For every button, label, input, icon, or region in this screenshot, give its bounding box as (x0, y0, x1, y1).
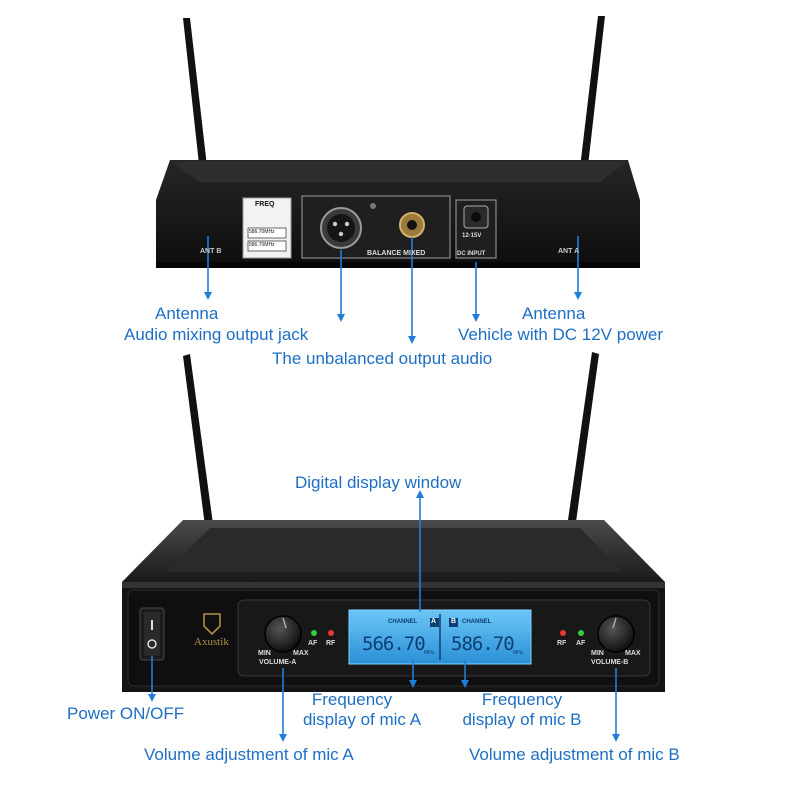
rf-led-b (560, 630, 566, 636)
volume-b-knob (597, 615, 635, 653)
callout-freq-b-line2: display of mic B (462, 710, 582, 729)
callout-volume-b: Volume adjustment of mic B (469, 745, 680, 764)
front-view (122, 352, 665, 692)
balance-mixed-label: BALANCE MIXED (367, 250, 426, 257)
callout-freq-a-line1: Frequency (311, 690, 393, 709)
callout-digital-display: Digital display window (295, 473, 462, 492)
lcd-mhz-a: MHz (424, 650, 435, 656)
rf-led-a (328, 630, 334, 636)
freq-label: FREQ (255, 201, 275, 208)
callout-freq-a-line2: display of mic A (302, 710, 422, 729)
volume-a-min: MIN (258, 650, 271, 657)
freq-sticker (242, 197, 292, 259)
callout-antenna-right: Antenna (522, 304, 586, 323)
dc-input-label: DC INPUT (457, 251, 486, 257)
brand-logo-icon (203, 613, 221, 636)
dc-input-jack (455, 199, 497, 259)
ant-b-label: ANT B (200, 248, 222, 255)
volume-a-knob (264, 615, 302, 653)
callout-volume-a: Volume adjustment of mic A (144, 745, 354, 764)
lcd-channel-a-label: CHANNEL (388, 619, 418, 625)
freq-value-2: 586.70MHz (249, 242, 275, 248)
lcd-display (348, 609, 532, 665)
freq-value-1: 586.70MHz (249, 229, 275, 235)
callout-vehicle-dc: Vehicle with DC 12V power (458, 325, 664, 344)
rear-view (156, 16, 640, 268)
lcd-mhz-b: MHz (513, 650, 524, 656)
front-antenna-left (183, 354, 213, 526)
callout-freq-b-line1: Frequency (481, 690, 563, 709)
callout-audio-mixing: Audio mixing output jack (124, 325, 309, 344)
front-callout-lines (148, 490, 620, 742)
volume-b-max: MAX (625, 650, 641, 657)
callout-antenna-left: Antenna (155, 304, 219, 323)
lcd-channel-b-label: CHANNEL (462, 619, 492, 625)
callout-unbalanced: The unbalanced output audio (272, 349, 493, 368)
front-antenna-right (568, 352, 599, 522)
volume-a-max: MAX (293, 650, 309, 657)
rear-callout-lines (204, 236, 582, 344)
rf-a-label: RF (326, 640, 336, 647)
rf-b-label: RF (557, 640, 567, 647)
af-led-b (578, 630, 584, 636)
af-led-a (311, 630, 317, 636)
lcd-freq-b: 586.70 (451, 633, 515, 655)
af-b-label: AF (576, 640, 586, 647)
power-switch (139, 607, 165, 661)
volume-b-min: MIN (591, 650, 604, 657)
xlr-output-jack (301, 195, 451, 259)
lcd-channel-b-letter: B (451, 618, 457, 625)
brand-name: Axustik (194, 636, 229, 648)
callout-power: Power ON/OFF (67, 704, 185, 723)
volume-a-label: VOLUME-A (259, 659, 297, 666)
af-a-label: AF (308, 640, 318, 647)
lcd-freq-a: 566.70 (362, 633, 426, 655)
ant-a-label: ANT A (558, 248, 580, 255)
volume-b-label: VOLUME-B (591, 659, 629, 666)
dc-voltage-label: 12-15V (462, 233, 482, 239)
lcd-channel-a-letter: A (431, 618, 437, 625)
